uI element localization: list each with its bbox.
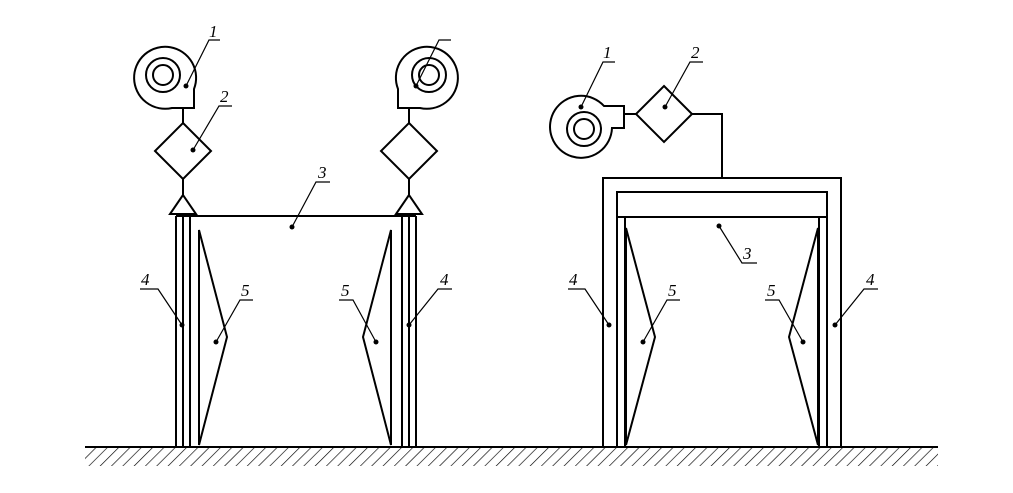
nozzle-right bbox=[361, 229, 392, 446]
label-filter: 2 bbox=[220, 87, 229, 106]
label-column: 4 bbox=[569, 270, 578, 289]
label-column: 4 bbox=[866, 270, 875, 289]
label-fan: 1 bbox=[603, 43, 612, 62]
callouts: 1 2 3 4 5 5 4 1 2 bbox=[140, 22, 878, 345]
column-right bbox=[401, 215, 417, 447]
label-nozzle: 5 bbox=[241, 281, 250, 300]
label-nozzle: 5 bbox=[341, 281, 350, 300]
filter-icon bbox=[153, 108, 213, 195]
nozzle-left bbox=[198, 229, 229, 446]
label-column: 4 bbox=[440, 270, 449, 289]
nozzle-left bbox=[625, 227, 657, 446]
ground bbox=[85, 446, 938, 466]
connector-icon bbox=[394, 193, 424, 215]
right-unit bbox=[549, 84, 842, 447]
filter-icon bbox=[634, 84, 694, 144]
fan-icon bbox=[549, 94, 625, 159]
nozzle-right bbox=[787, 227, 819, 446]
label-duct: 3 bbox=[317, 163, 327, 182]
left-unit bbox=[133, 45, 459, 447]
label-filter: 2 bbox=[691, 43, 700, 62]
fan-icon bbox=[133, 45, 198, 110]
fan-icon bbox=[394, 45, 459, 110]
label-fan: 1 bbox=[209, 22, 218, 41]
label-nozzle: 5 bbox=[668, 281, 677, 300]
frame bbox=[602, 177, 842, 447]
connector-icon bbox=[168, 193, 198, 215]
duct-pipe bbox=[692, 113, 723, 178]
label-duct: 3 bbox=[742, 244, 752, 263]
label-column: 4 bbox=[141, 270, 150, 289]
filter-icon bbox=[379, 108, 439, 195]
column-left bbox=[175, 215, 191, 447]
label-nozzle: 5 bbox=[767, 281, 776, 300]
